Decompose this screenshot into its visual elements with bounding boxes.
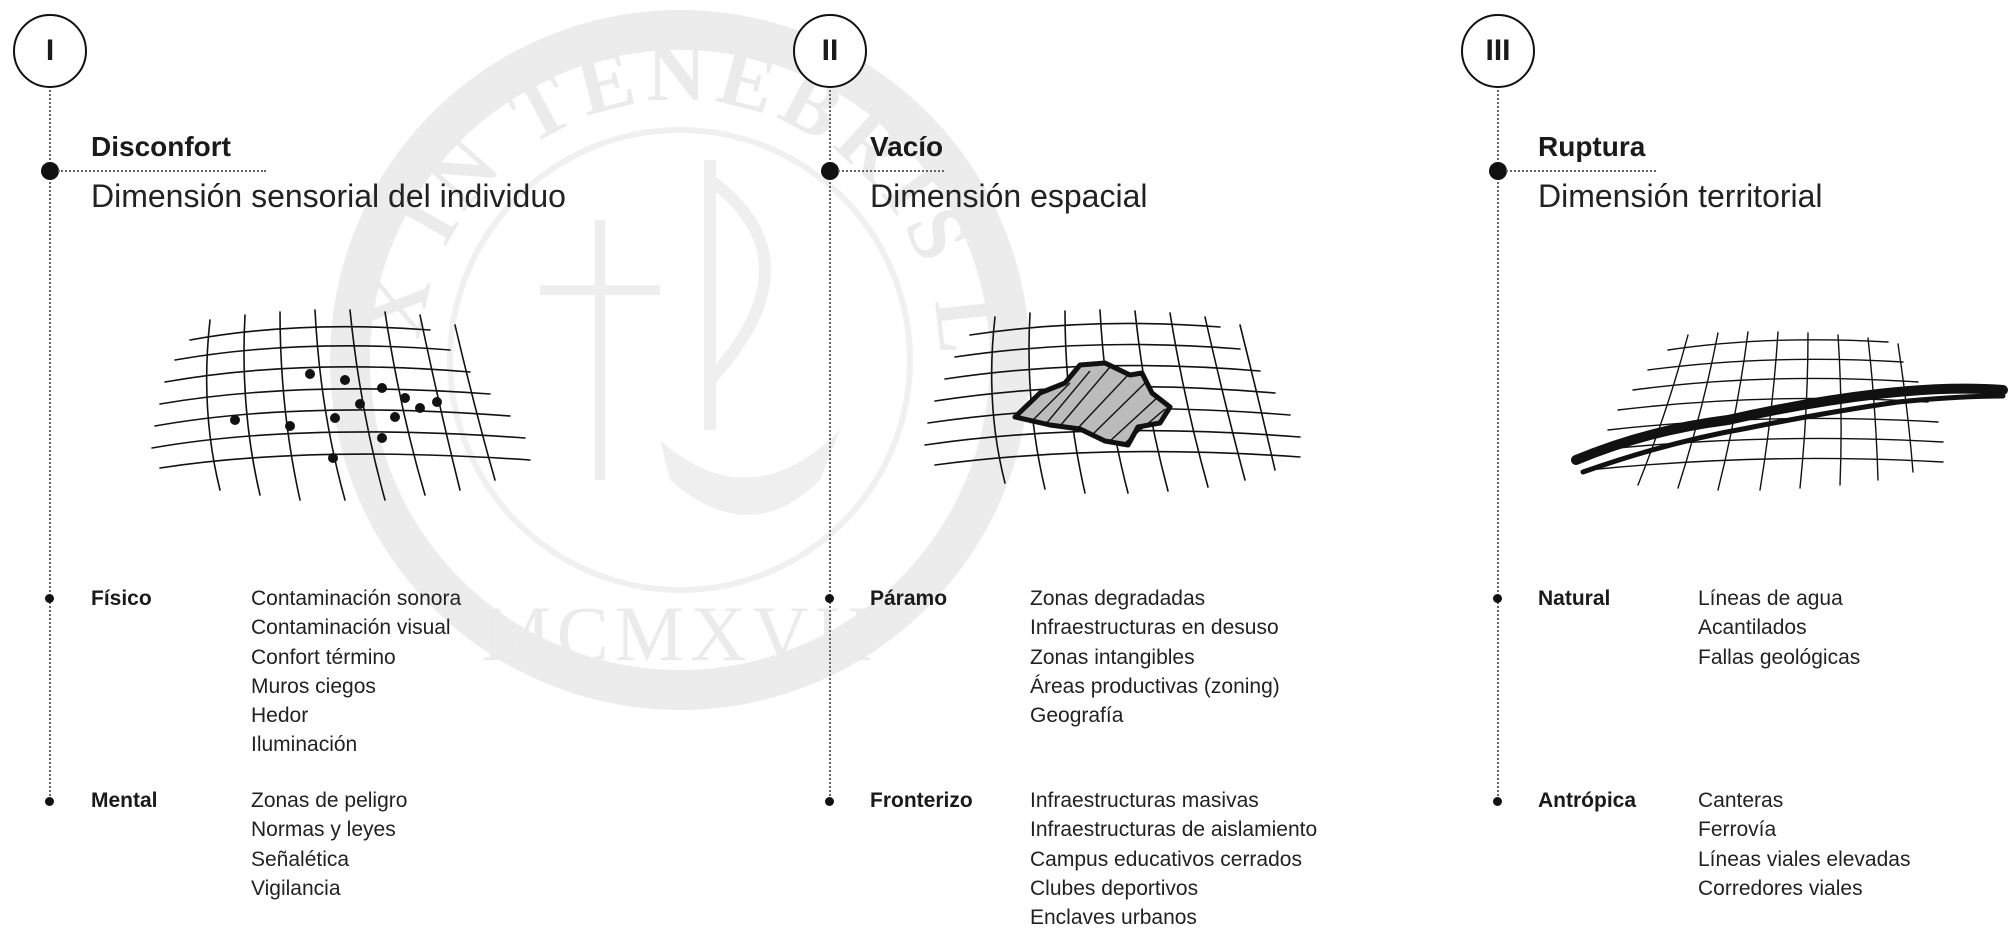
category-items: Canteras Ferrovía Líneas viales elevadas… <box>1698 786 1910 903</box>
list-item: Hedor <box>251 704 309 728</box>
numeral-badge: II <box>793 14 867 88</box>
category-items: Líneas de agua Acantilados Fallas geológ… <box>1698 584 1860 672</box>
category-bullet <box>45 797 54 806</box>
list-item: Infraestructuras masivas <box>1030 789 1259 812</box>
list-item: Infraestructuras en desuso <box>1030 616 1279 640</box>
list-item: Muros ciegos <box>251 674 376 698</box>
category-label: Antrópica <box>1538 789 1637 812</box>
category-bullet <box>825 797 834 806</box>
column-disconfort: I Disconfort Dimensión sensorial del ind… <box>0 0 650 927</box>
category-label: Páramo <box>870 587 948 610</box>
list-item: Acantilados <box>1698 616 1807 640</box>
category-label: Fronterizo <box>870 789 973 812</box>
category-bullet <box>825 594 834 603</box>
list-item: Vigilancia <box>251 876 341 900</box>
title-bullet <box>1489 162 1507 180</box>
column-title: Vacío <box>870 131 944 162</box>
column-ruptura: III Ruptura Dimensión territorial Natura… <box>1448 0 2010 927</box>
column-vacio: II Vacío Dimensión espacial <box>780 0 1440 929</box>
category-bullet <box>45 594 54 603</box>
list-item: Fallas geológicas <box>1698 645 1861 669</box>
list-item: Contaminación sonora <box>251 587 462 610</box>
title-bullet <box>41 162 59 180</box>
grid-sketch-dots <box>151 309 531 501</box>
list-item: Iluminación <box>251 733 358 757</box>
category-items: Infraestructuras masivas Infraestructura… <box>1030 786 1317 932</box>
title-bullet <box>821 162 839 180</box>
list-item: Infraestructuras de aislamiento <box>1030 818 1318 842</box>
list-item: Enclaves urbanos <box>1030 906 1197 930</box>
numeral-badge: III <box>1461 14 1535 88</box>
category-items: Zonas degradadas Infraestructuras en des… <box>1030 584 1280 730</box>
list-item: Zonas intangibles <box>1030 645 1195 669</box>
list-item: Zonas de peligro <box>251 789 408 812</box>
list-item: Áreas productivas (zoning) <box>1030 674 1280 698</box>
list-item: Ferrovía <box>1698 818 1777 842</box>
list-item: Líneas viales elevadas <box>1698 847 1911 871</box>
category-label: Físico <box>91 587 152 610</box>
list-item: Campus educativos cerrados <box>1030 847 1302 871</box>
list-item: Señalética <box>251 847 350 871</box>
category-items: Contaminación sonora Contaminación visua… <box>251 584 461 760</box>
list-item: Confort término <box>251 645 396 669</box>
list-item: Zonas degradadas <box>1030 587 1206 610</box>
list-item: Corredores viales <box>1698 876 1863 900</box>
category-bullet <box>1493 797 1502 806</box>
list-item: Normas y leyes <box>251 818 396 842</box>
category-label: Mental <box>91 789 158 812</box>
list-item: Clubes deportivos <box>1030 876 1199 900</box>
list-item: Canteras <box>1698 789 1784 812</box>
grid-sketch-rupture <box>1571 331 2008 491</box>
watermark-year: MCMXVII <box>481 590 878 677</box>
grid-sketch-void <box>924 309 1301 494</box>
seal-watermark: ET LUX IN TENEBRIS LUCET MCMXVII <box>280 0 1030 710</box>
column-subtitle: Dimensión sensorial del individuo <box>91 178 566 214</box>
category-label: Natural <box>1538 587 1611 610</box>
column-subtitle: Dimensión territorial <box>1538 178 1823 214</box>
list-item: Geografía <box>1030 704 1124 728</box>
column-title: Ruptura <box>1538 131 1646 162</box>
category-bullet <box>1493 594 1502 603</box>
list-item: Líneas de agua <box>1698 587 1843 610</box>
column-title: Disconfort <box>91 131 231 162</box>
numeral-badge: I <box>13 14 87 88</box>
list-item: Contaminación visual <box>251 616 451 640</box>
column-subtitle: Dimensión espacial <box>870 178 1148 214</box>
category-items: Zonas de peligro Normas y leyes Señaléti… <box>251 786 407 903</box>
